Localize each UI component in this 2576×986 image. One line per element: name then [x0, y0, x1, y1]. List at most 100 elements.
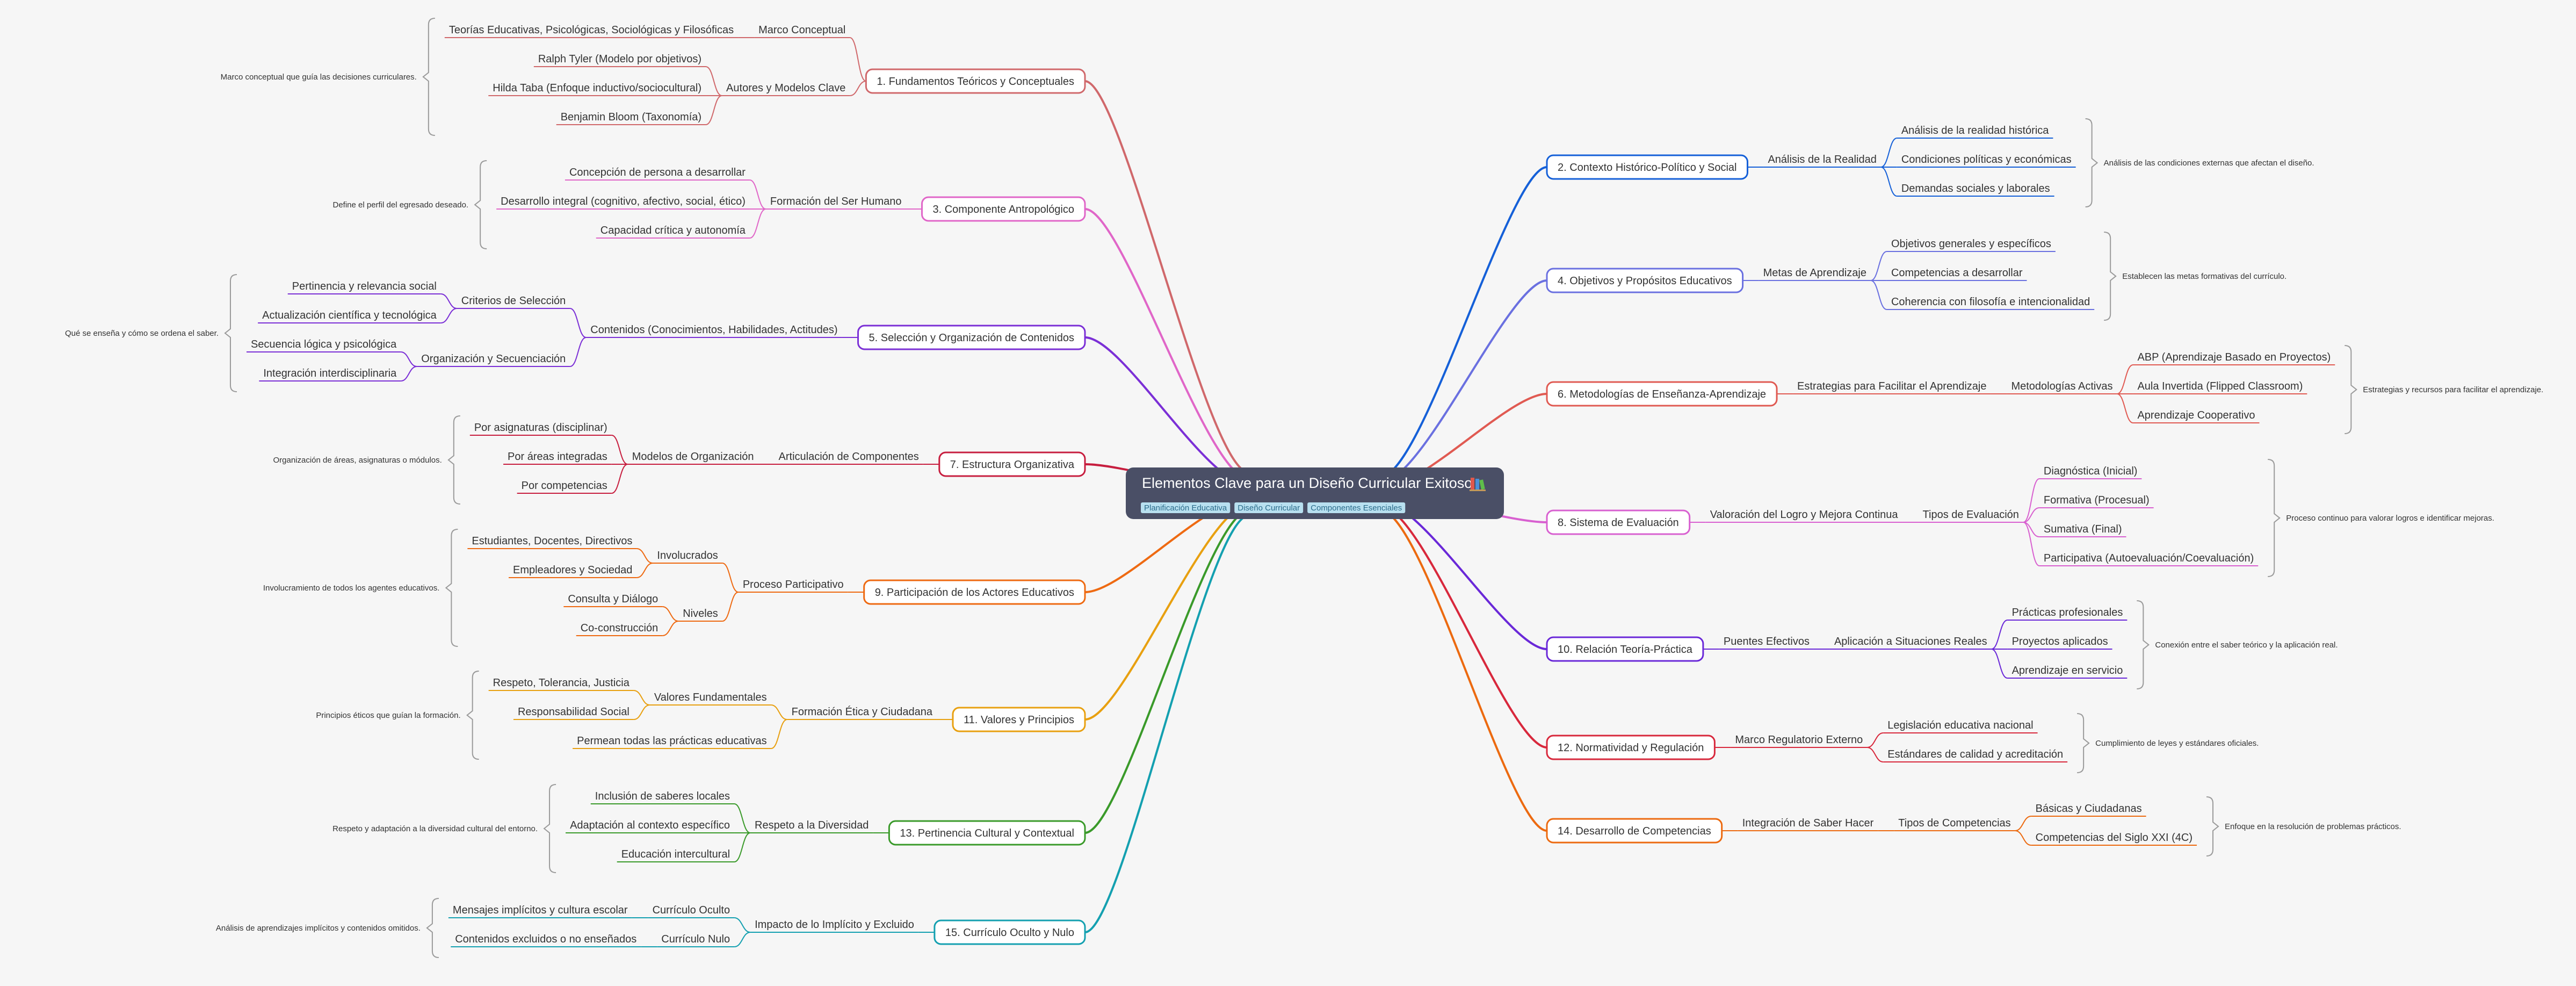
topic-box[interactable]	[1546, 735, 1716, 760]
leaf-participativa-autoevaluacion-coevaluacio[interactable]: Participativa (Autoevaluación/Coevaluaci…	[2039, 552, 2259, 566]
subtopic-criterios-de-seleccion[interactable]: Criterios de Selección	[457, 295, 570, 309]
leaf-teorias-educativas-psicologicas-sociolog[interactable]: Teorías Educativas, Psicológicas, Sociol…	[444, 24, 739, 38]
leaf-aprendizaje-en-servicio[interactable]: Aprendizaje en servicio	[2007, 665, 2128, 679]
topic-3-componente-antropologico[interactable]: 3. Componente Antropológico	[921, 196, 1086, 222]
leaf-capacidad-critica-y-autonomia[interactable]: Capacidad crítica y autonomía	[596, 225, 750, 239]
subtopic-curriculo-nulo[interactable]: Currículo Nulo	[657, 933, 735, 947]
subtopic-valores-fundamentales[interactable]: Valores Fundamentales	[649, 692, 771, 706]
subtopic-integracion-de-saber-hacer[interactable]: Integración de Saber Hacer	[1738, 817, 1878, 831]
topic-4-objetivos-y-propositos-educativos[interactable]: 4. Objetivos y Propósitos Educativos	[1546, 268, 1744, 293]
topic-2-contexto-historico-politico-y-social[interactable]: 2. Contexto Histórico-Político y Social	[1546, 154, 1748, 180]
leaf-proyectos-aplicados[interactable]: Proyectos aplicados	[2007, 636, 2112, 650]
subtopic-respeto-a-la-diversidad[interactable]: Respeto a la Diversidad	[750, 819, 873, 833]
subtopic-formacion-etica-y-ciudadana[interactable]: Formación Ética y Ciudadana	[787, 706, 937, 720]
subtopic-metas-de-aprendizaje[interactable]: Metas de Aprendizaje	[1759, 267, 1871, 281]
topic-box[interactable]	[1546, 381, 1778, 407]
subtopic-curriculo-oculto[interactable]: Currículo Oculto	[648, 904, 735, 918]
subtopic-estrategias-para-facilitar-el-aprendizaj[interactable]: Estrategias para Facilitar el Aprendizaj…	[1793, 380, 1991, 394]
topic-11-valores-y-principios[interactable]: 11. Valores y Principios	[952, 707, 1086, 732]
topic-7-estructura-organizativa[interactable]: 7. Estructura Organizativa	[938, 451, 1086, 477]
topic-12-normatividad-y-regulacion[interactable]: 12. Normatividad y Regulación	[1546, 735, 1716, 760]
leaf-practicas-profesionales[interactable]: Prácticas profesionales	[2007, 607, 2128, 621]
leaf-legislacion-educativa-nacional[interactable]: Legislación educativa nacional	[1883, 719, 2038, 733]
leaf-competencias-a-desarrollar[interactable]: Competencias a desarrollar	[1886, 267, 2027, 281]
leaf-sumativa-final[interactable]: Sumativa (Final)	[2039, 523, 2126, 537]
subtopic-marco-regulatorio-externo[interactable]: Marco Regulatorio Externo	[1731, 734, 1868, 748]
leaf-competencias-del-siglo-xxi-4c[interactable]: Competencias del Siglo XXI (4C)	[2031, 832, 2197, 846]
topic-6-metodologias-de-ensenanza-aprendizaje[interactable]: 6. Metodologías de Enseñanza-Aprendizaje	[1546, 381, 1778, 407]
subtopic-contenidos-conocimientos-habilidades-act[interactable]: Contenidos (Conocimientos, Habilidades, …	[586, 324, 842, 338]
leaf-demandas-sociales-y-laborales[interactable]: Demandas sociales y laborales	[1897, 183, 2054, 197]
topic-box[interactable]	[934, 919, 1086, 945]
leaf-aprendizaje-cooperativo[interactable]: Aprendizaje Cooperativo	[2133, 409, 2260, 423]
subtopic-tipos-de-competencias[interactable]: Tipos de Competencias	[1894, 817, 2015, 831]
topic-1-fundamentos-teoricos-y-conceptuales[interactable]: 1. Fundamentos Teóricos y Conceptuales	[865, 68, 1086, 94]
topic-14-desarrollo-de-competencias[interactable]: 14. Desarrollo de Competencias	[1546, 818, 1723, 844]
topic-15-curriculo-oculto-y-nulo[interactable]: 15. Currículo Oculto y Nulo	[934, 919, 1086, 945]
leaf-formativa-procesual[interactable]: Formativa (Procesual)	[2039, 494, 2154, 508]
leaf-por-asignaturas-disciplinar[interactable]: Por asignaturas (disciplinar)	[469, 422, 612, 436]
leaf-objetivos-generales-y-especificos[interactable]: Objetivos generales y específicos	[1886, 238, 2056, 252]
topic-box[interactable]	[888, 820, 1086, 846]
topic-9-participacion-de-los-actores-educativo[interactable]: 9. Participación de los Actores Educativ…	[863, 579, 1086, 605]
subtopic-autores-y-modelos-clave[interactable]: Autores y Modelos Clave	[722, 82, 850, 96]
subtopic-articulacion-de-componentes[interactable]: Articulación de Componentes	[774, 451, 923, 465]
subtopic-tipos-de-evaluacion[interactable]: Tipos de Evaluación	[1918, 509, 2023, 523]
leaf-co-construccion[interactable]: Co-construcción	[576, 622, 663, 636]
leaf-responsabilidad-social[interactable]: Responsabilidad Social	[513, 706, 634, 720]
topic-box[interactable]	[865, 68, 1086, 94]
leaf-por-areas-integradas[interactable]: Por áreas integradas	[503, 451, 612, 465]
topic-13-pertinencia-cultural-y-contextual[interactable]: 13. Pertinencia Cultural y Contextual	[888, 820, 1086, 846]
subtopic-modelos-de-organizacion[interactable]: Modelos de Organización	[627, 451, 758, 465]
leaf-concepcion-de-persona-a-desarrollar[interactable]: Concepción de persona a desarrollar	[565, 167, 750, 181]
leaf-contenidos-excluidos-o-no-ensenados[interactable]: Contenidos excluidos o no enseñados	[451, 933, 641, 947]
subtopic-puentes-efectivos[interactable]: Puentes Efectivos	[1719, 636, 1814, 650]
leaf-estudiantes-docentes-directivos[interactable]: Estudiantes, Docentes, Directivos	[467, 535, 637, 549]
subtopic-involucrados[interactable]: Involucrados	[653, 550, 722, 564]
topic-box[interactable]	[938, 451, 1086, 477]
topic-10-relacion-teoria-practica[interactable]: 10. Relación Teoría-Práctica	[1546, 636, 1704, 662]
topic-box[interactable]	[1546, 154, 1748, 180]
leaf-inclusion-de-saberes-locales[interactable]: Inclusión de saberes locales	[590, 790, 735, 804]
leaf-benjamin-bloom-taxonomia[interactable]: Benjamin Bloom (Taxonomía)	[556, 111, 706, 125]
subtopic-marco-conceptual[interactable]: Marco Conceptual	[754, 24, 850, 38]
topic-box[interactable]	[1546, 509, 1691, 535]
leaf-analisis-de-la-realidad-historica[interactable]: Análisis de la realidad histórica	[1897, 125, 2053, 139]
subtopic-analisis-de-la-realidad[interactable]: Análisis de la Realidad	[1763, 154, 1881, 168]
topic-box[interactable]	[1546, 818, 1723, 844]
leaf-ralph-tyler-modelo-por-objetivos[interactable]: Ralph Tyler (Modelo por objetivos)	[533, 53, 706, 67]
topic-box[interactable]	[863, 579, 1086, 605]
subtopic-impacto-de-lo-implicito-y-excluido[interactable]: Impacto de lo Implícito y Excluido	[750, 919, 918, 933]
subtopic-organizacion-y-secuenciacion[interactable]: Organización y Secuenciación	[417, 353, 570, 367]
subtopic-niveles[interactable]: Niveles	[678, 608, 722, 622]
leaf-desarrollo-integral-cognitivo-afectivo-s[interactable]: Desarrollo integral (cognitivo, afectivo…	[496, 196, 750, 210]
leaf-por-competencias[interactable]: Por competencias	[517, 480, 612, 494]
leaf-adaptacion-al-contexto-especifico[interactable]: Adaptación al contexto específico	[566, 819, 735, 833]
topic-box[interactable]	[1546, 636, 1704, 662]
leaf-empleadores-y-sociedad[interactable]: Empleadores y Sociedad	[509, 564, 637, 578]
leaf-abp-aprendizaje-basado-en-proyectos[interactable]: ABP (Aprendizaje Basado en Proyectos)	[2133, 351, 2335, 365]
leaf-mensajes-implicitos-y-cultura-escolar[interactable]: Mensajes implícitos y cultura escolar	[448, 904, 632, 918]
topic-8-sistema-de-evaluacion[interactable]: 8. Sistema de Evaluación	[1546, 509, 1691, 535]
leaf-permean-todas-las-practicas-educativas[interactable]: Permean todas las prácticas educativas	[573, 735, 771, 749]
topic-box[interactable]	[921, 196, 1086, 222]
leaf-secuencia-logica-y-psicologica[interactable]: Secuencia lógica y psicológica	[246, 339, 401, 352]
central-topic[interactable]: Elementos Clave para un Diseño Curricula…	[1126, 467, 1504, 519]
leaf-estandares-de-calidad-y-acreditacion[interactable]: Estándares de calidad y acreditación	[1883, 749, 2068, 762]
topic-box[interactable]	[1546, 268, 1744, 293]
topic-box[interactable]	[857, 325, 1086, 350]
leaf-consulta-y-dialogo[interactable]: Consulta y Diálogo	[563, 593, 663, 607]
topic-box[interactable]	[952, 707, 1086, 732]
leaf-hilda-taba-enfoque-inductivo-sociocultur[interactable]: Hilda Taba (Enfoque inductivo/sociocultu…	[488, 82, 706, 96]
leaf-diagnostica-inicial[interactable]: Diagnóstica (Inicial)	[2039, 465, 2142, 479]
subtopic-proceso-participativo[interactable]: Proceso Participativo	[738, 579, 848, 593]
leaf-basicas-y-ciudadanas[interactable]: Básicas y Ciudadanas	[2031, 803, 2146, 817]
subtopic-formacion-del-ser-humano[interactable]: Formación del Ser Humano	[765, 196, 906, 210]
topic-5-seleccion-y-organizacion-de-contenidos[interactable]: 5. Selección y Organización de Contenido…	[857, 325, 1086, 350]
leaf-actualizacion-cientifica-y-tecnologica[interactable]: Actualización científica y tecnológica	[258, 310, 441, 323]
subtopic-metodologias-activas[interactable]: Metodologías Activas	[2007, 380, 2117, 394]
leaf-pertinencia-y-relevancia-social[interactable]: Pertinencia y relevancia social	[287, 280, 441, 294]
subtopic-aplicacion-a-situaciones-reales[interactable]: Aplicación a Situaciones Reales	[1829, 636, 1992, 650]
leaf-respeto-tolerancia-justicia[interactable]: Respeto, Tolerancia, Justicia	[488, 677, 634, 691]
leaf-integracion-interdisciplinaria[interactable]: Integración interdisciplinaria	[259, 368, 401, 382]
